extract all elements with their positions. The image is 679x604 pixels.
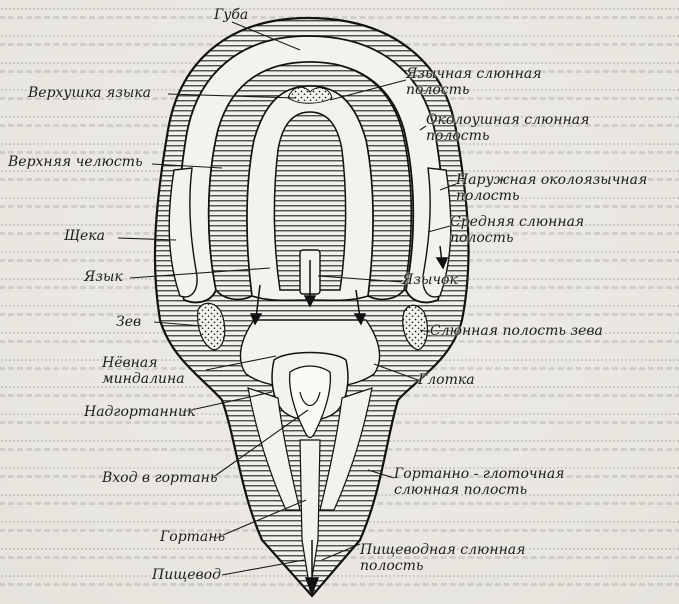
label-yazychok: Язычок — [402, 272, 458, 288]
label-yazyk: Язык — [84, 269, 123, 285]
label-guba: Губа — [214, 7, 248, 23]
label-pischevod: Пищевод — [152, 567, 221, 583]
label-vkhod-v-gortan: Вход в гортань — [102, 470, 217, 486]
label-glotka: Глотка — [418, 372, 475, 388]
label-zev: Зев — [116, 314, 141, 330]
label-nadgortannik: Надгортанник — [84, 404, 195, 420]
label-verkhushka-yazyka: Верхушка языка — [28, 85, 151, 101]
label-verkhnyaya-chelyust: Верхняя челюсть — [8, 154, 143, 170]
label-slyunnaya-polost-zeva: Слюнная полость зева — [430, 323, 603, 339]
label-scheka: Щека — [64, 228, 105, 244]
label-gortan: Гортань — [160, 529, 225, 545]
